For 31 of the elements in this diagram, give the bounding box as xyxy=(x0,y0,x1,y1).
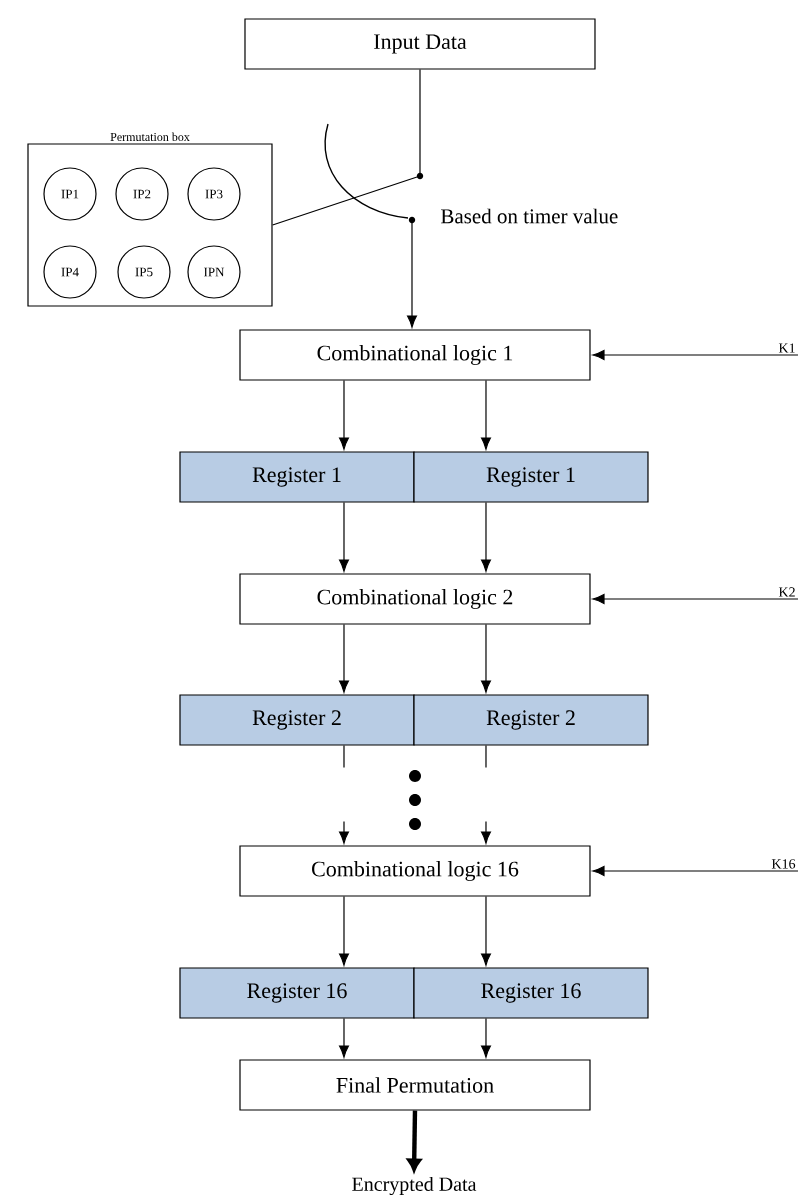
arrow xyxy=(480,380,492,450)
arrow xyxy=(338,624,350,693)
register-box: Register 1 xyxy=(413,451,649,503)
output-label: Encrypted Data xyxy=(352,1176,477,1196)
process-box: Combinational logic 16 xyxy=(239,845,591,897)
arrow xyxy=(338,745,350,844)
arrow xyxy=(480,502,492,572)
register-box: Register 2 xyxy=(179,694,415,746)
process-box: Combinational logic 1 xyxy=(239,329,591,381)
arrow xyxy=(480,1018,492,1058)
switch-drawing xyxy=(324,123,424,224)
arrow xyxy=(592,593,799,605)
arrow xyxy=(480,896,492,966)
arrow xyxy=(407,1110,422,1172)
arrow xyxy=(480,745,492,844)
register-box: Register 16 xyxy=(179,967,415,1019)
arrow xyxy=(592,865,799,877)
process-box: Final Permutation xyxy=(239,1059,591,1111)
arrow xyxy=(592,349,799,361)
arrow xyxy=(338,502,350,572)
arrow xyxy=(338,1018,350,1058)
arrow xyxy=(480,624,492,693)
beside-text: Based on timer value xyxy=(441,208,618,224)
register-box: Register 16 xyxy=(413,967,649,1019)
register-box: Register 1 xyxy=(179,451,415,503)
arrow xyxy=(338,896,350,966)
register-box: Register 2 xyxy=(413,694,649,746)
process-box: Combinational logic 2 xyxy=(239,573,591,625)
process-box: Input Data xyxy=(244,18,596,70)
arrow xyxy=(406,219,418,328)
arrow xyxy=(338,380,350,450)
